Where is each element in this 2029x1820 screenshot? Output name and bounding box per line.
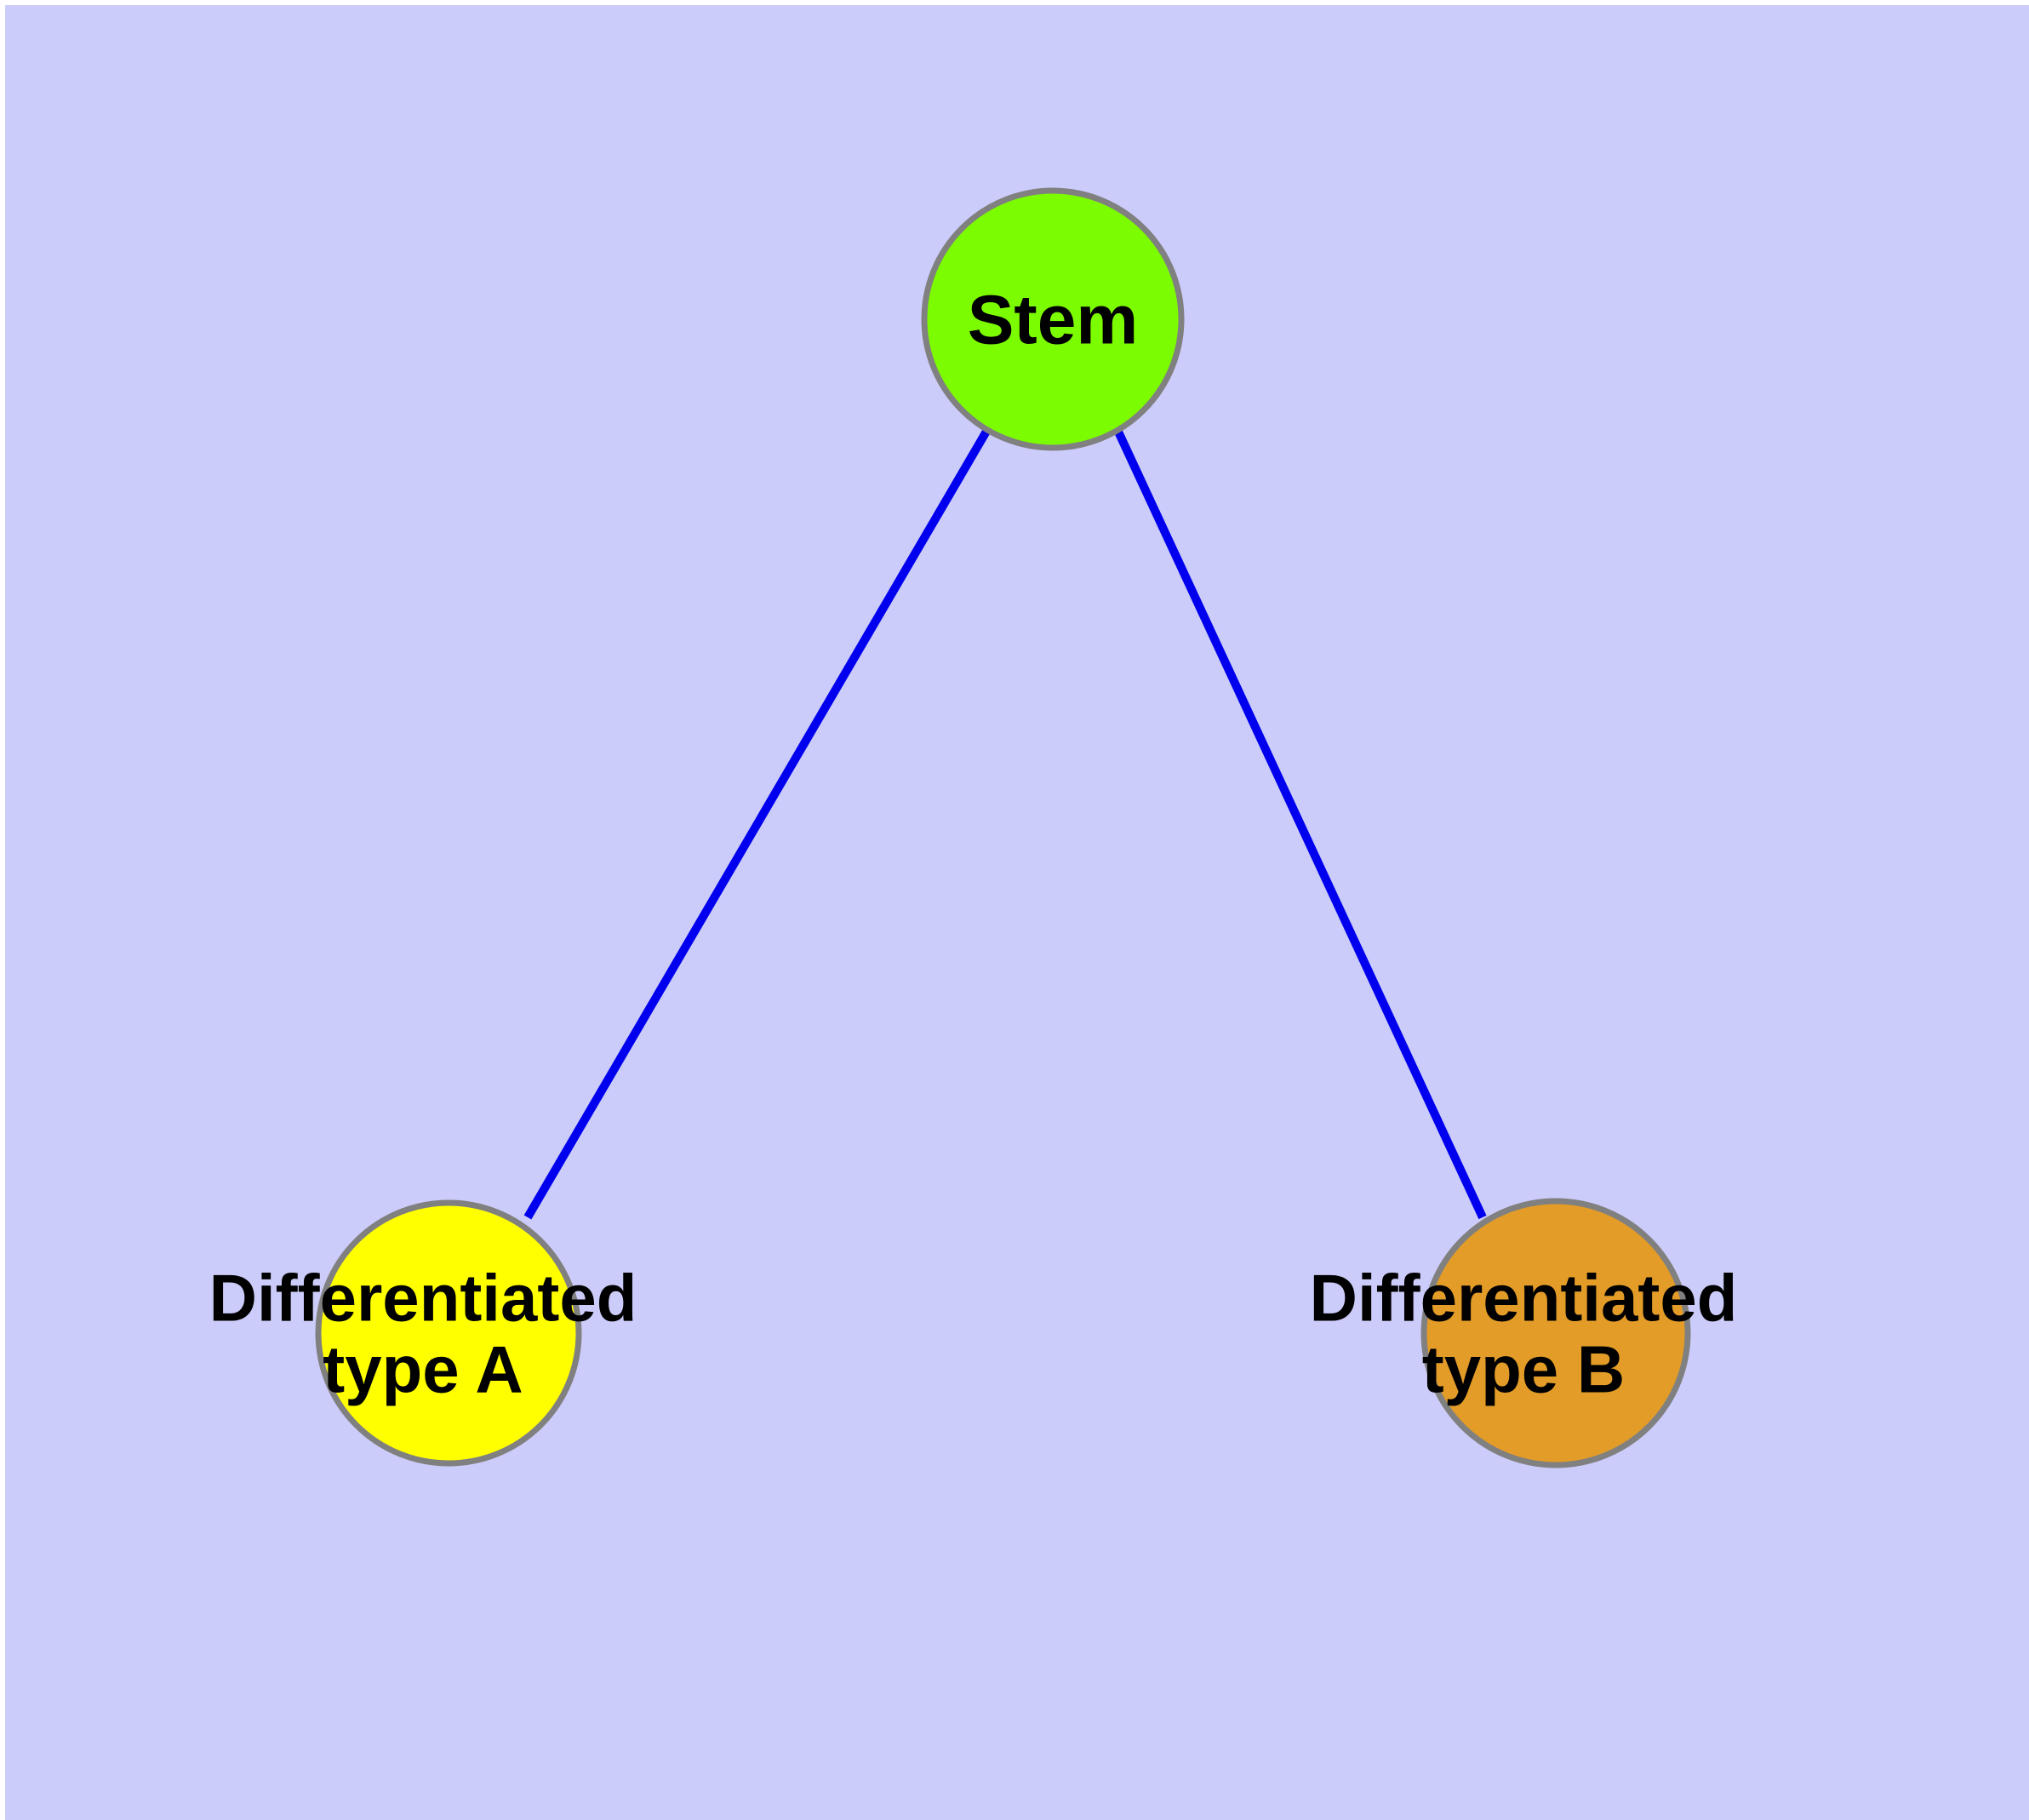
graph-node-stem[interactable] bbox=[921, 187, 1185, 451]
node-label-line: Differentiated bbox=[209, 1260, 637, 1335]
node-label-line: type A bbox=[323, 1331, 523, 1406]
node-label-line: Stem bbox=[968, 282, 1139, 359]
node-label-line: Differentiated bbox=[1310, 1260, 1738, 1335]
graph-node-diff_a[interactable] bbox=[315, 1199, 582, 1467]
node-label-stem: Stem bbox=[968, 282, 1139, 359]
graph-edge-stem-to-b bbox=[1113, 427, 1487, 1220]
graph-edge-stem-to-a bbox=[523, 427, 992, 1220]
graph-node-diff_b[interactable] bbox=[1420, 1198, 1691, 1468]
nodes-layer bbox=[315, 187, 1691, 1468]
edges-layer bbox=[523, 427, 1487, 1220]
node-label-line: type B bbox=[1422, 1331, 1625, 1406]
